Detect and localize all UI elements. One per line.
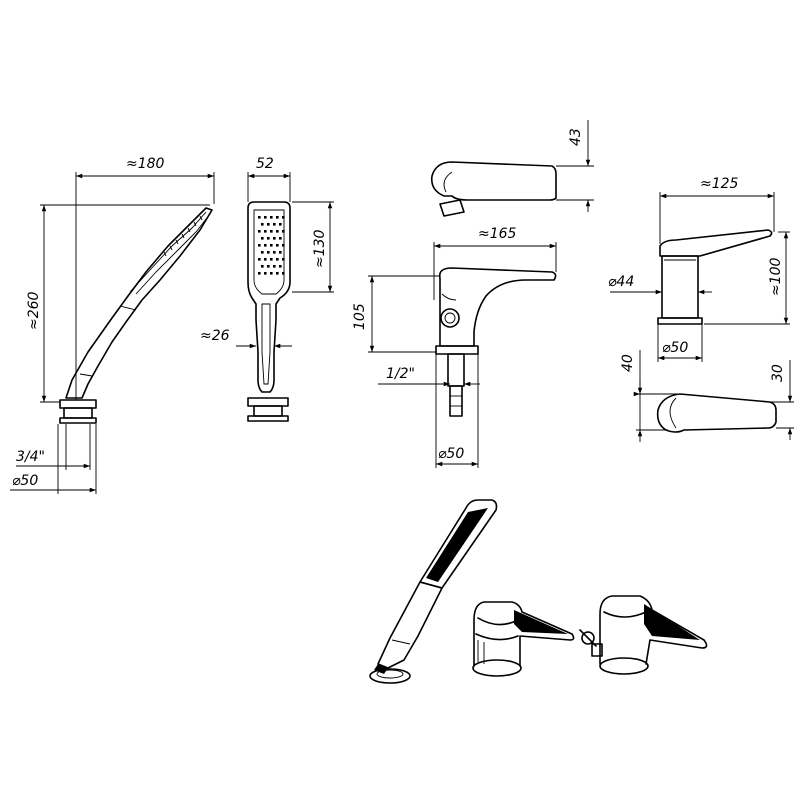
- spout-side-view: ≈165 105 1/2" ⌀50: [352, 226, 557, 468]
- nozzle-dot: [279, 265, 282, 268]
- spout-side-outline: [438, 267, 557, 347]
- mixer-body-outline: [661, 255, 699, 319]
- nozzle-dot: [261, 251, 264, 254]
- hand-shower-length-label: ≈180: [126, 156, 165, 172]
- mixer-lever-length-label: ≈125: [700, 176, 739, 192]
- nozzle-dot: [267, 251, 270, 254]
- nozzle-dot: [279, 251, 282, 254]
- nozzle-dot: [276, 244, 279, 247]
- nozzle-dot: [282, 244, 285, 247]
- nozzle-dot: [276, 272, 279, 275]
- nozzle-dot: [267, 265, 270, 268]
- spout-height-label: 105: [352, 303, 368, 330]
- nozzle-dot: [261, 223, 264, 226]
- nozzle-dot: [282, 272, 285, 275]
- mixer-side-height-label: 40: [620, 354, 636, 372]
- nozzle-dot: [276, 258, 279, 261]
- nozzle-dot: [264, 244, 267, 247]
- nozzle-dot: [270, 244, 273, 247]
- mixer-height-label: ≈100: [768, 257, 784, 296]
- spout-top-view: 43: [430, 120, 594, 217]
- nozzle-dot: [264, 230, 267, 233]
- hand-shower-base-diameter-label: ⌀50: [12, 473, 38, 489]
- shower-head-width-label: 52: [256, 156, 274, 172]
- perspective-mixer: [472, 601, 575, 677]
- nozzle-dot: [258, 216, 261, 219]
- nozzle-dot: [282, 216, 285, 219]
- spout-top-outline: [430, 161, 557, 201]
- nozzle-dot: [282, 258, 285, 261]
- nozzle-grid: [258, 216, 285, 275]
- nozzle-dot: [261, 237, 264, 240]
- nozzle-dot: [273, 237, 276, 240]
- nozzle-dot: [258, 230, 261, 233]
- nozzle-dot: [282, 230, 285, 233]
- shower-head-length-label: ≈130: [312, 229, 328, 268]
- spout-thread-label: 1/2": [386, 366, 415, 382]
- hand-shower-thread-label: 3/4": [16, 449, 45, 465]
- nozzle-dot: [258, 244, 261, 247]
- nozzle-dot: [270, 258, 273, 261]
- perspective-hand-shower: [369, 499, 498, 684]
- shower-head-front-view: 52 ≈130 ≈26: [200, 156, 334, 422]
- spout-top-height-label: 43: [568, 128, 584, 146]
- nozzle-dot: [273, 251, 276, 254]
- nozzle-dot: [264, 216, 267, 219]
- mixer-top-outline: [656, 393, 777, 433]
- nozzle-dot: [273, 223, 276, 226]
- nozzle-dot: [267, 237, 270, 240]
- hand-shower-height-label: ≈260: [26, 291, 42, 330]
- nozzle-dot: [270, 272, 273, 275]
- nozzle-dot: [270, 216, 273, 219]
- shower-head-outline: [247, 201, 291, 393]
- mixer-lever-height-label: 30: [770, 364, 786, 382]
- perspective-spout: [579, 595, 708, 675]
- mixer-side-view: ≈125 ⌀44 ≈100 ⌀50: [608, 176, 790, 362]
- nozzle-dot: [258, 272, 261, 275]
- mixer-top-view: 40 30: [620, 350, 794, 442]
- nozzle-dot: [279, 237, 282, 240]
- nozzle-dot: [264, 272, 267, 275]
- shower-head-handle-width-label: ≈26: [200, 328, 230, 344]
- mixer-lever-outline: [659, 229, 773, 257]
- nozzle-dot: [273, 265, 276, 268]
- nozzle-dot: [276, 216, 279, 219]
- mixer-base-diameter-label: ⌀50: [662, 340, 688, 356]
- mixer-body-diameter-label: ⌀44: [608, 274, 634, 290]
- hand-shower-outline: [65, 207, 213, 399]
- spout-base-diameter-label: ⌀50: [438, 446, 464, 462]
- nozzle-dot: [258, 258, 261, 261]
- nozzle-dot: [270, 230, 273, 233]
- nozzle-dot: [264, 258, 267, 261]
- hand-shower-side-view: ≈180 ≈260 3/4" ⌀50: [10, 156, 215, 494]
- nozzle-dot: [276, 230, 279, 233]
- spout-length-label: ≈165: [478, 226, 517, 242]
- nozzle-dot: [261, 265, 264, 268]
- nozzle-dot: [279, 223, 282, 226]
- nozzle-dot: [267, 223, 270, 226]
